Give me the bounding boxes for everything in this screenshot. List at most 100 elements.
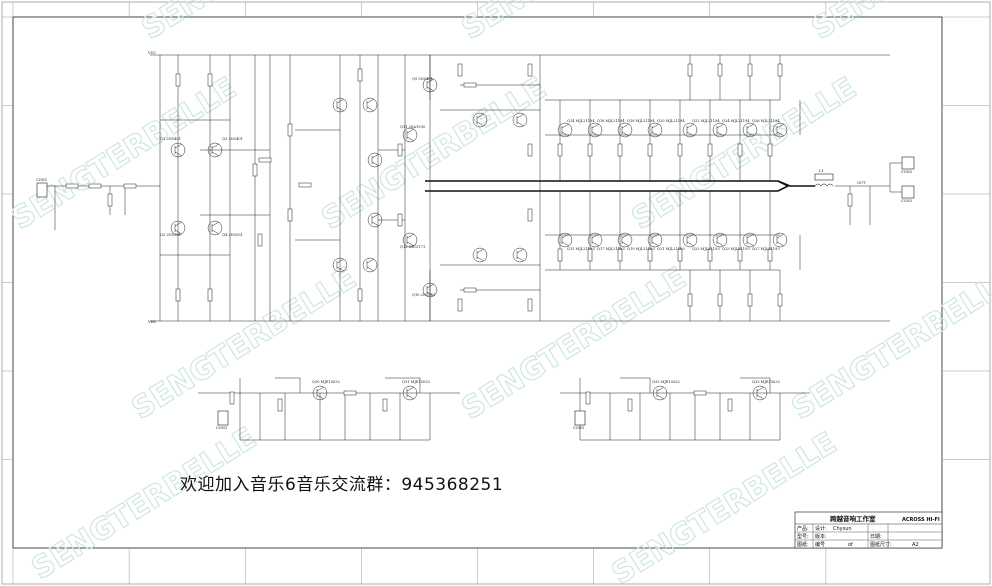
power-transistor-label: Q22 MJL21194 [692, 119, 720, 123]
resistor-symbol [677, 143, 683, 157]
rail-vee-label: VEE [147, 320, 156, 324]
resistor-symbol [557, 143, 563, 157]
vas-transistor-label: Q10 2N5551 [412, 293, 435, 297]
resistor-symbol [707, 143, 713, 157]
power-transistor-label: Q15 MJL21193 [567, 247, 595, 251]
transistor-symbol [752, 385, 768, 401]
resistor-symbol [277, 398, 283, 412]
power-transistor-label: Q21 MJL21193 [657, 247, 685, 251]
resistor-symbol [457, 63, 463, 77]
transistor-emitter [651, 241, 660, 247]
title-block-designer: Chysun [833, 526, 852, 532]
transistor-collector [336, 258, 345, 264]
resistor-symbol [65, 183, 79, 189]
transistor-collector [746, 123, 755, 129]
transistor-emitter [591, 131, 600, 137]
resistor-symbol [463, 287, 477, 293]
transistor-emitter [336, 266, 345, 272]
output-bus [425, 180, 815, 192]
transistor-collector [716, 233, 725, 239]
transistor-collector [756, 386, 765, 392]
resistor-symbol [287, 208, 293, 222]
transistor-symbol [207, 220, 223, 236]
watermark-text: SENGTERBELLE [136, 0, 373, 47]
resistor-symbol [175, 73, 181, 87]
title-block: 跨越音响工作室 ACROSS HI-FI 产品: 型号: 图纸: 设计: Chy… [794, 511, 943, 549]
transistor-collector [371, 213, 380, 219]
resistor-symbol [727, 398, 733, 412]
transistor-emitter [211, 229, 220, 235]
resistor-symbols [65, 63, 853, 412]
transistor-emitter [406, 241, 415, 247]
resistor-symbol [627, 398, 633, 412]
transistor-symbol [512, 247, 528, 263]
watermark-text: SENGTERBELLE [6, 71, 243, 237]
title-block-sheet-size: A2 [912, 542, 919, 548]
transistor-emitter [561, 241, 570, 247]
transistor-symbol [557, 232, 573, 248]
vas-transistor-label: Q9 2N5401 [412, 77, 433, 81]
resistor-symbol [767, 248, 773, 262]
connectors [36, 156, 915, 426]
transistor-collector [336, 98, 345, 104]
title-block-designer-label: 设计: [815, 525, 827, 532]
title-block-row-product: 产品: [797, 525, 809, 532]
resistor-symbol [527, 143, 533, 157]
transistor-emitter [316, 394, 325, 400]
resistor-symbol [693, 390, 707, 396]
title-block-row-sheet: 图纸: [797, 541, 809, 548]
transistor-collector [366, 98, 375, 104]
resistor-symbol [687, 293, 693, 307]
resistor-symbol [527, 208, 533, 222]
transistor-symbol [652, 385, 668, 401]
transistor-symbol [472, 247, 488, 263]
transistor-symbol [742, 232, 758, 248]
transistor-collector [406, 128, 415, 134]
transistor-emitter [371, 161, 380, 167]
title-block-version-label: 版本: [815, 533, 827, 540]
resistor-symbol [557, 248, 563, 262]
transistor-symbol [422, 282, 438, 298]
resistor-symbol [357, 68, 363, 82]
transistor-collector [316, 386, 325, 392]
watermark-text: SENGTERBELLE [126, 261, 363, 427]
power-transistor-label: Q16 MJL21194 [597, 119, 625, 123]
transistor-emitter [746, 131, 755, 137]
resistor-symbol [207, 73, 213, 87]
resistor-symbol [717, 293, 723, 307]
resistor-symbol [737, 248, 743, 262]
transistor-symbol [617, 122, 633, 138]
transistor-emitter [426, 291, 435, 297]
resistor-symbol [123, 183, 137, 189]
resistor-symbol [587, 248, 593, 262]
transistor-symbol [170, 220, 186, 236]
watermark-text: SENGTERBELLE [456, 261, 693, 427]
resistor-symbol [88, 183, 102, 189]
resistor-symbol [677, 248, 683, 262]
watermark-text: SENGTERBELLE [316, 71, 553, 237]
resistor-symbol [777, 293, 783, 307]
resistor-symbol [777, 63, 783, 77]
transistor-symbol [332, 97, 348, 113]
transistor-emitter [211, 151, 220, 157]
input-transistor-label: Q3 2N5401 [222, 137, 243, 141]
power-transistor-label: Q23 MJL21193 [692, 247, 720, 251]
resistor-symbol [737, 143, 743, 157]
transistor-symbol [207, 142, 223, 158]
ps-connector-left-label: CON3 [216, 426, 228, 430]
transistor-emitter [621, 241, 630, 247]
transistor-symbol [402, 127, 418, 143]
watermark-text: SENGTERBELLE [606, 426, 843, 586]
transistor-emitter [426, 86, 435, 92]
transistor-emitter [746, 241, 755, 247]
power-transistor-label: Q25 MJL21193 [722, 247, 750, 251]
resistor-symbol [457, 298, 463, 312]
resistor-symbol [747, 63, 753, 77]
transistor-symbol [170, 142, 186, 158]
transistor-symbol [362, 97, 378, 113]
transistor-collector [621, 233, 630, 239]
transistor-emitter [776, 131, 785, 137]
transistor-emitter [366, 106, 375, 112]
transistor-symbol [367, 212, 383, 228]
resistor-symbol [585, 391, 591, 405]
